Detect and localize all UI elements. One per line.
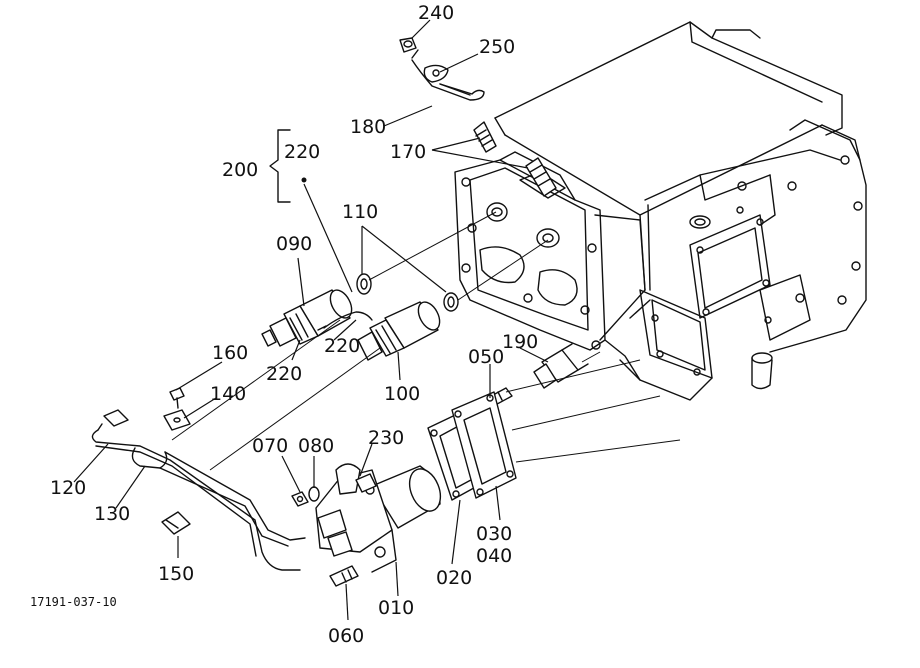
part-170-fitting-right <box>525 157 557 197</box>
part-010-pump <box>315 463 442 573</box>
callout-130: 130 <box>94 503 130 525</box>
figure-code: 17191-037-10 <box>30 595 117 609</box>
callout-090: 090 <box>276 233 312 255</box>
callout-010: 010 <box>378 597 414 619</box>
part-180-pipe <box>411 49 485 101</box>
callout-230: 230 <box>368 427 404 449</box>
callout-220-low: 220 <box>266 363 302 385</box>
callout-140: 140 <box>210 383 246 405</box>
callout-220-kit: 220 <box>284 141 320 163</box>
callout-200: 200 <box>222 159 258 181</box>
alignment-lines <box>171 211 681 471</box>
transmission-housing <box>454 21 867 401</box>
part-190-sensor <box>533 343 589 389</box>
callout-180: 180 <box>350 116 386 138</box>
part-110-oring-lower <box>443 292 459 312</box>
callout-labels: 240 250 180 170 220 200 110 090 220 220 … <box>50 2 538 647</box>
part-220-wire-upper <box>317 311 373 331</box>
part-230-fitting <box>355 473 377 493</box>
part-080-washer <box>308 486 320 502</box>
callout-050: 050 <box>468 346 504 368</box>
leader-lines <box>73 19 549 621</box>
callout-160: 160 <box>212 342 248 364</box>
part-110-oring-upper <box>356 273 372 295</box>
callout-030: 030 <box>476 523 512 545</box>
callout-100: 100 <box>384 383 420 405</box>
part-240-nut <box>399 37 417 53</box>
part-090-solenoid <box>261 289 353 347</box>
callout-150: 150 <box>158 563 194 585</box>
callout-190: 190 <box>502 331 538 353</box>
callout-250: 250 <box>479 36 515 58</box>
part-160-bolt <box>169 387 185 409</box>
part-150-clamp <box>161 511 191 535</box>
callout-240: 240 <box>418 2 454 24</box>
part-130-pipe <box>131 447 306 547</box>
callout-220-mid: 220 <box>324 335 360 357</box>
part-100-solenoid <box>357 301 441 361</box>
part-060-bolt <box>329 565 359 587</box>
callout-080: 080 <box>298 435 334 457</box>
part-070-nut <box>291 491 309 507</box>
part-250-clamp <box>423 64 449 83</box>
part-120-pipe <box>91 409 301 571</box>
part-140-clamp <box>163 409 191 431</box>
callout-110: 110 <box>342 201 378 223</box>
callout-040: 040 <box>476 545 512 567</box>
callout-070: 070 <box>252 435 288 457</box>
callout-170: 170 <box>390 141 426 163</box>
callout-120: 120 <box>50 477 86 499</box>
callout-020: 020 <box>436 567 472 589</box>
callout-060: 060 <box>328 625 364 647</box>
kit-200-bracket <box>269 129 307 203</box>
part-170-fitting-left <box>473 121 497 153</box>
part-030-040-plate <box>451 391 517 499</box>
